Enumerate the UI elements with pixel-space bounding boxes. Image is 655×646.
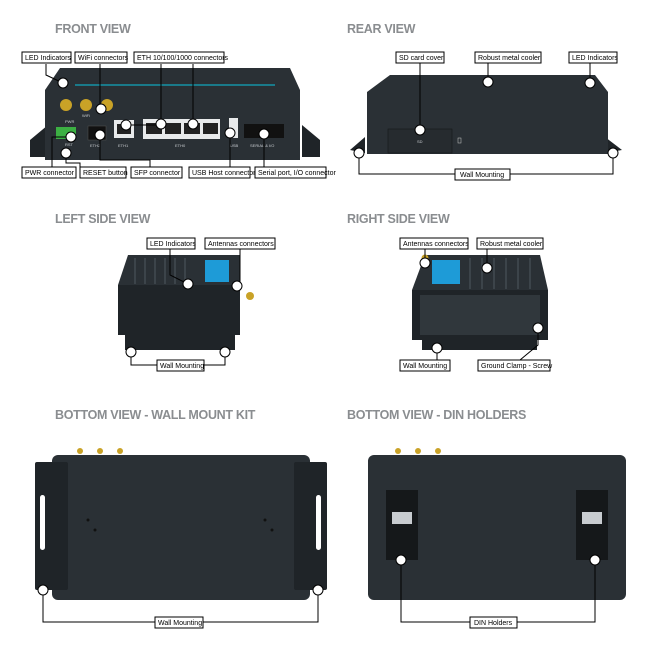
usb-marker bbox=[224, 127, 236, 139]
label-reset-button: RESET button bbox=[83, 170, 128, 177]
right-callouts: Antennas connectors Robust metal cooler … bbox=[399, 237, 553, 372]
bottom-din-title: BOTTOM VIEW - DIN HOLDERS bbox=[347, 408, 526, 422]
bottom-wall-device bbox=[35, 448, 327, 600]
eth0-port-text: ETH0 bbox=[175, 143, 186, 148]
eth-marker bbox=[187, 118, 199, 130]
din-holder-marker bbox=[395, 554, 407, 566]
label-wall-mounting: Wall Mounting bbox=[160, 363, 204, 370]
label-usb-host: USB Host connector bbox=[192, 170, 256, 177]
eth1-port-text: ETH1 bbox=[118, 143, 129, 148]
label-robust-metal-cooler: Robust metal cooler bbox=[478, 55, 541, 62]
led-indicators-marker bbox=[57, 77, 69, 89]
label-led-indicators: LED Indicators bbox=[572, 55, 618, 62]
wifi-port-text: WiFi bbox=[82, 113, 90, 118]
label-sd-card-cover: SD card cover bbox=[399, 55, 444, 62]
label-led-indicators: LED Indicators bbox=[25, 55, 71, 62]
eth-marker bbox=[155, 118, 167, 130]
led-marker bbox=[182, 278, 194, 290]
left-view-title: LEFT SIDE VIEW bbox=[55, 212, 151, 226]
din-holder-left bbox=[386, 490, 418, 560]
wall-mount-marker bbox=[353, 147, 365, 159]
usb-port bbox=[229, 118, 238, 138]
wifi-marker bbox=[95, 103, 107, 115]
wall-mount-marker bbox=[431, 342, 443, 354]
rst-port-text: RST bbox=[65, 142, 74, 147]
wall-mount-marker bbox=[607, 147, 619, 159]
front-view-device: WiFi PWR RST ETH2 ETH1 ETH0 USB SERIAL &… bbox=[30, 68, 320, 160]
right-view-device bbox=[412, 254, 548, 350]
accent-panel bbox=[432, 260, 460, 284]
antenna-marker bbox=[419, 257, 431, 269]
ground-screw-marker bbox=[532, 322, 544, 334]
label-eth-connectors: ETH 10/100/1000 connectors bbox=[137, 55, 229, 62]
right-view-title: RIGHT SIDE VIEW bbox=[347, 212, 450, 226]
label-wall-mounting: Wall Mounting bbox=[158, 620, 202, 627]
accent-panel bbox=[205, 260, 229, 282]
label-robust-metal-cooler: Robust metal cooler bbox=[480, 241, 543, 248]
label-pwr-connector: PWR connector bbox=[25, 170, 75, 177]
label-wall-mounting: Wall Mounting bbox=[460, 172, 504, 179]
label-din-holders: DIN Holders bbox=[474, 620, 513, 627]
usb-port-text: USB bbox=[230, 143, 239, 148]
bottom-din-device bbox=[368, 448, 626, 600]
cooler-marker bbox=[481, 262, 493, 274]
front-view-title: FRONT VIEW bbox=[55, 22, 131, 36]
label-wifi-connectors: WiFi connectors bbox=[78, 55, 129, 62]
left-view-device bbox=[118, 255, 254, 350]
wall-mount-marker bbox=[37, 584, 49, 596]
din-holder-right bbox=[576, 490, 608, 560]
bottom-wall-callouts: Wall Mounting bbox=[37, 584, 324, 629]
wall-mount-marker bbox=[312, 584, 324, 596]
cooler-marker bbox=[482, 76, 494, 88]
led-marker bbox=[584, 77, 596, 89]
serial-marker bbox=[258, 128, 270, 140]
wall-mount-marker bbox=[219, 346, 231, 358]
eth1-marker bbox=[120, 119, 132, 131]
label-sfp-connector: SFP connector bbox=[134, 170, 181, 177]
wall-mount-marker bbox=[125, 346, 137, 358]
rear-view-title: REAR VIEW bbox=[347, 22, 416, 36]
sd-cover-marker bbox=[414, 124, 426, 136]
pwr-port-text: PWR bbox=[65, 119, 74, 124]
label-antennas-connectors: Antennas connectors bbox=[403, 241, 469, 248]
antenna-marker bbox=[231, 280, 243, 292]
label-led-indicators: LED Indicators bbox=[150, 241, 196, 248]
serial-port-text: SERIAL & I/O bbox=[250, 143, 274, 148]
bottom-din-callouts: DIN Holders bbox=[395, 554, 601, 629]
bottom-wall-title: BOTTOM VIEW - WALL MOUNT KIT bbox=[55, 408, 256, 422]
label-wall-mounting: Wall Mounting bbox=[403, 363, 447, 370]
label-antennas-connectors: Antennas connectors bbox=[208, 241, 274, 248]
reset-marker bbox=[60, 147, 72, 159]
eth2-port-text: ETH2 bbox=[90, 143, 101, 148]
sfp-marker bbox=[94, 129, 106, 141]
pwr-marker bbox=[65, 131, 77, 143]
sd-text: SD bbox=[417, 139, 423, 144]
label-serial-port: Serial port, I/O connector bbox=[258, 170, 336, 177]
left-callouts: LED Indicators Antennas connectors Wall … bbox=[125, 237, 276, 372]
front-callouts: LED Indicators WiFi connectors ETH 10/10… bbox=[21, 51, 336, 179]
label-ground-clamp-screw: Ground Clamp - Screw bbox=[481, 363, 553, 370]
rear-callouts: SD card cover Robust metal cooler LED In… bbox=[353, 51, 619, 181]
din-holder-marker bbox=[589, 554, 601, 566]
